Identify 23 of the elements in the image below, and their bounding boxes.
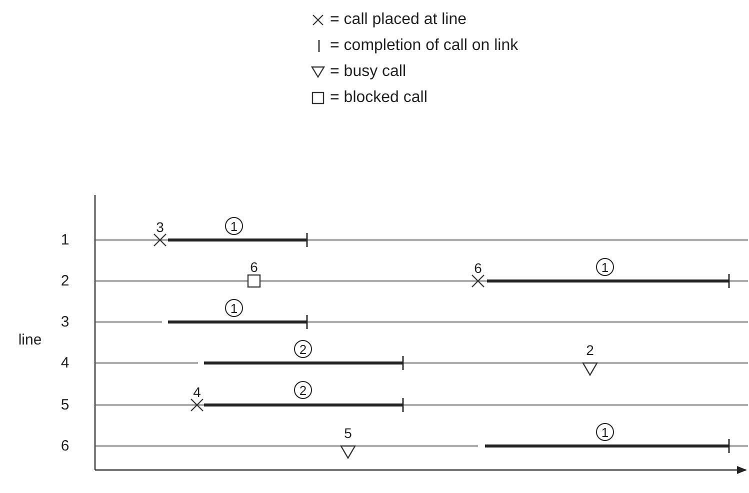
row-number: 1 bbox=[60, 232, 70, 248]
axis-label: line bbox=[18, 332, 42, 348]
circled-number: 1 bbox=[225, 217, 243, 235]
circled-number: 1 bbox=[225, 299, 243, 317]
row-number: 5 bbox=[60, 398, 70, 412]
circled-number: 1 bbox=[596, 423, 614, 441]
row-number: 6 bbox=[60, 438, 70, 454]
row-number: 3 bbox=[60, 314, 70, 330]
circled-number: 2 bbox=[294, 340, 312, 358]
mark-number: 3 bbox=[156, 220, 164, 234]
mark-number: 4 bbox=[193, 385, 201, 399]
circled-number: 2 bbox=[294, 381, 312, 399]
row-number: 2 bbox=[60, 274, 70, 288]
mark-number: 5 bbox=[344, 426, 352, 440]
legend-text: = completion of call on link bbox=[330, 38, 518, 54]
legend-text: = blocked call bbox=[330, 90, 428, 106]
mark-number: 2 bbox=[586, 343, 594, 357]
circled-number: 1 bbox=[596, 258, 614, 276]
mark-number: 6 bbox=[250, 260, 258, 274]
mark-number: 6 bbox=[474, 261, 482, 275]
row-number: 4 bbox=[60, 356, 70, 370]
legend-text: = busy call bbox=[330, 64, 406, 80]
legend-text: = call placed at line bbox=[330, 12, 467, 28]
